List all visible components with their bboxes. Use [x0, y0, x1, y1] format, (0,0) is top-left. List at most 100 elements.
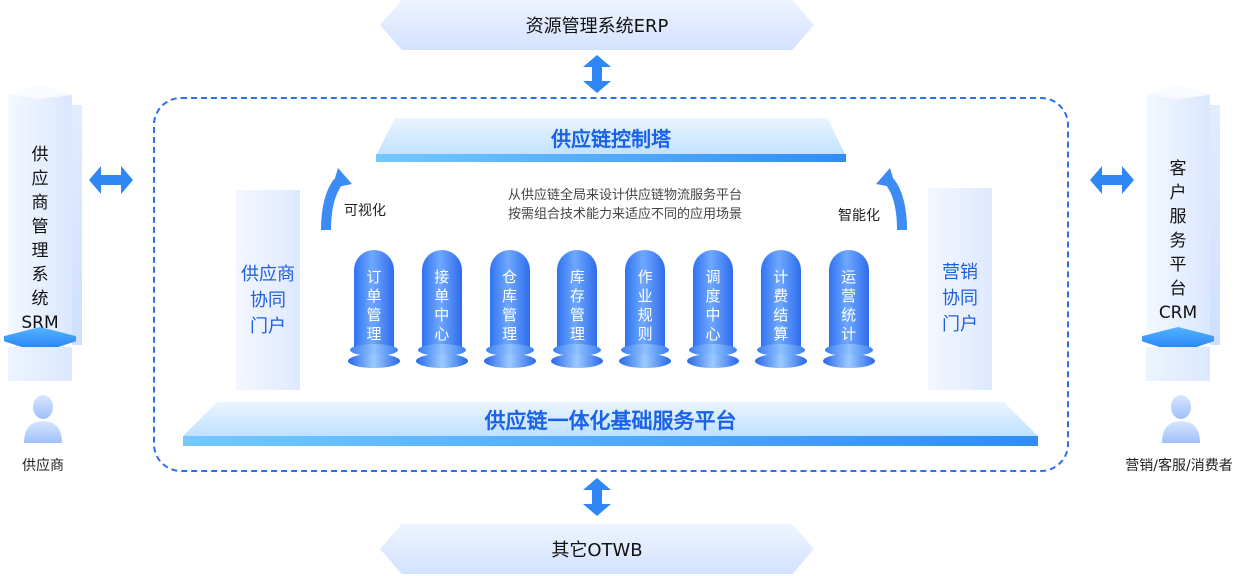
module-label-char: 接 [434, 268, 450, 286]
module-label: 仓库管理 [490, 268, 530, 344]
module-label-char: 仓 [502, 268, 518, 286]
pillar-ring [417, 344, 466, 356]
module-label-char: 理 [569, 325, 585, 343]
module-label-char: 统 [841, 306, 857, 324]
module-label: 作业规则 [625, 268, 665, 344]
module-label-char: 运 [841, 268, 857, 286]
module-label-char: 中 [705, 306, 721, 324]
label-line: 应 [31, 169, 49, 189]
pillar-body [421, 250, 462, 350]
label-line: 商 [31, 193, 49, 213]
pillar-base [754, 354, 807, 368]
pillar-body [693, 250, 733, 350]
platform-description: 从供应链全局来设计供应链物流服务平台 按需组合技术能力来适应不同的应用场景 [460, 186, 790, 224]
module-label-char: 管 [569, 306, 585, 324]
otwb-banner: 其它OTWB [380, 524, 814, 574]
module-label-char: 理 [366, 325, 382, 343]
pillar-base [415, 354, 468, 368]
label-line: 客 [1169, 159, 1187, 179]
platform-frame [153, 97, 1069, 472]
module-label-char: 费 [773, 287, 789, 305]
label-line: 营销 [942, 262, 978, 283]
pillar-base [619, 354, 672, 368]
pillar-base [551, 354, 604, 368]
module-label-char: 计 [773, 268, 789, 286]
module-label-char: 调 [705, 268, 721, 286]
label-line: 供 [31, 145, 49, 165]
pillar-ring [553, 344, 602, 356]
customer-person-label: 营销/客服/消费者 [1125, 458, 1233, 474]
double-arrow-icon [89, 166, 133, 194]
visualization-caption: 可视化 [344, 203, 386, 219]
supplier-person-label: 供应商 [22, 458, 64, 474]
marketing-portal-tower: 营销协同门户 [928, 188, 992, 390]
base-service-platform: 供应链一体化基础服务平台 [183, 402, 1038, 446]
pillar-ring [689, 344, 737, 356]
erp-banner-label: 资源管理系统ERP [525, 16, 669, 37]
pillar-ring [824, 344, 873, 356]
module-label-char: 中 [434, 306, 450, 324]
module-label-char: 心 [705, 325, 721, 343]
description-line-1: 从供应链全局来设计供应链物流服务平台 [507, 188, 742, 203]
module-label-char: 库 [569, 268, 585, 286]
module-label-char: 度 [705, 287, 721, 305]
module-label: 库存管理 [557, 268, 597, 344]
person-icon [24, 395, 62, 443]
person-icon [1162, 395, 1200, 443]
module-label-char: 计 [841, 325, 857, 343]
module-label-char: 则 [637, 325, 653, 343]
pillar-body [354, 250, 394, 350]
module-label-char: 算 [773, 325, 789, 343]
pillar-body [489, 250, 530, 350]
label-line: CRM [1158, 303, 1198, 323]
label-line: 管 [31, 217, 49, 237]
module-label-char: 订 [366, 268, 382, 286]
label-line: 系 [31, 265, 49, 285]
module-label-char: 规 [637, 306, 653, 324]
module-label-char: 业 [637, 287, 653, 305]
label-line: 台 [1169, 279, 1187, 299]
module-label-char: 理 [502, 325, 518, 343]
label-line: 户 [1169, 183, 1187, 203]
intelligence-caption: 智能化 [838, 208, 880, 224]
label-line: 供应商 [241, 264, 295, 285]
supplier-portal-label: 供应商协同门户 [236, 262, 300, 340]
pillar-ring [621, 344, 670, 356]
pillar-ring [756, 344, 805, 356]
module-label: 调度中心 [693, 268, 733, 344]
pillar-body [760, 250, 801, 350]
description-line-2: 按需组合技术能力来适应不同的应用场景 [507, 207, 742, 222]
module-label-char: 心 [434, 325, 450, 343]
double-arrow-icon [1090, 166, 1134, 194]
marketing-portal-label: 营销协同门户 [928, 260, 992, 338]
pillar-body [625, 250, 666, 350]
module-label: 计费结算 [761, 268, 801, 344]
supplier-portal-tower: 供应商协同门户 [236, 190, 300, 390]
control-tower-label: 供应链控制塔 [551, 127, 671, 151]
curved-arrow-up-icon [876, 168, 907, 230]
curved-arrow-up-icon [321, 168, 352, 230]
base-platform-label: 供应链一体化基础服务平台 [484, 409, 737, 433]
module-label-char: 结 [773, 306, 789, 324]
control-tower-platform: 供应链控制塔 [376, 118, 846, 162]
module-label: 接单中心 [422, 268, 462, 344]
module-label: 运营统计 [829, 268, 869, 344]
pillar-ring [485, 344, 534, 356]
module-label-char: 管 [366, 306, 382, 324]
pillar-base [822, 354, 875, 368]
double-arrow-icon [583, 55, 611, 93]
pillar-body [828, 250, 869, 350]
label-line: 门户 [942, 314, 978, 335]
module-label-char: 营 [841, 287, 857, 305]
module-label-char: 作 [637, 268, 653, 286]
label-line: 平 [1169, 255, 1187, 275]
label-line: SRM [21, 313, 59, 333]
module-label-char: 单 [366, 287, 382, 305]
module-label-char: 存 [569, 287, 585, 305]
double-arrow-icon [583, 478, 611, 516]
label-line: 理 [31, 241, 49, 261]
module-label-char: 库 [502, 287, 518, 305]
